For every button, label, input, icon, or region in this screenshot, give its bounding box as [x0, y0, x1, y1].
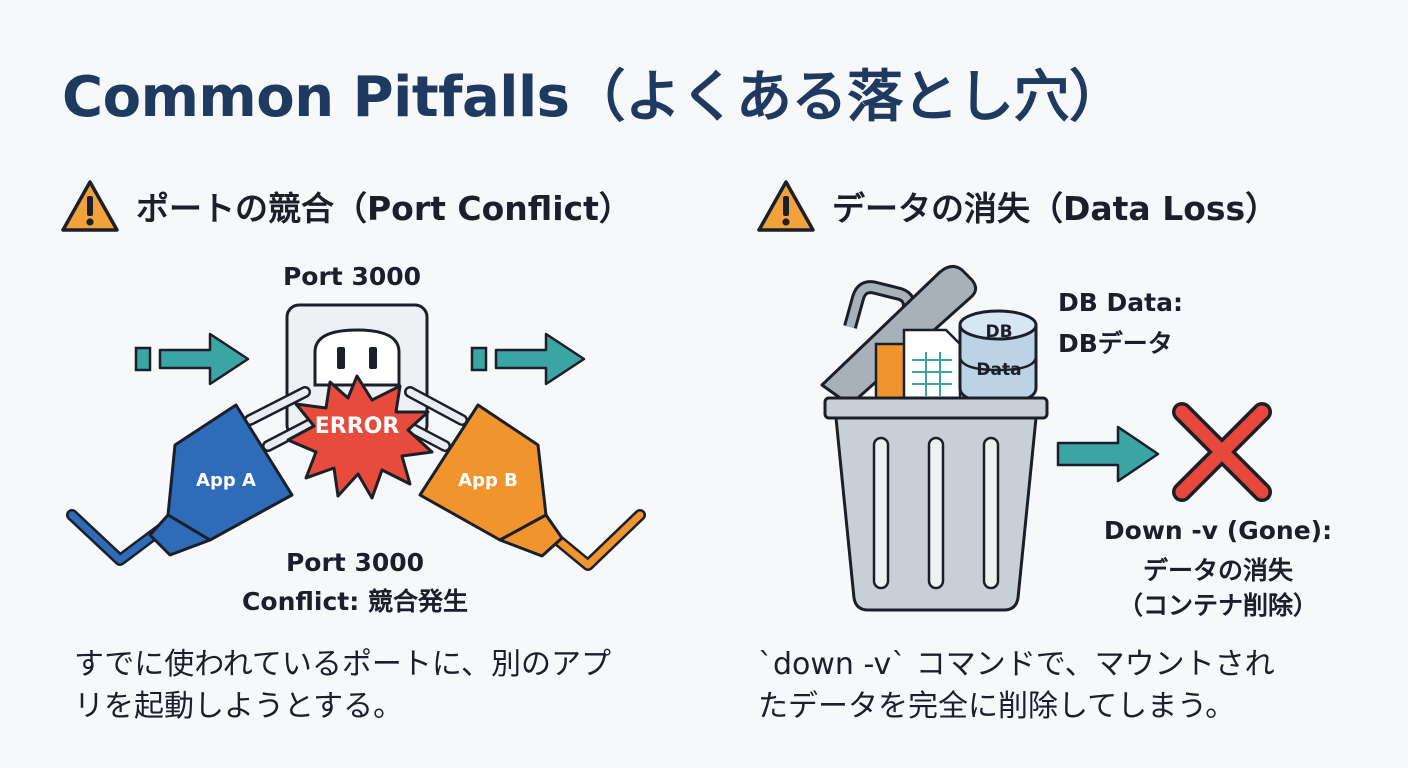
port-conflict-description: すでに使われているポートに、別のアプ リを起動しようとする。: [74, 644, 694, 728]
description-line: たデータを完全に削除してしまう。: [758, 689, 1236, 724]
document-icon: [874, 328, 962, 402]
plug-b-label: App B: [458, 470, 518, 491]
description-line: リを起動しようとする。: [74, 689, 404, 724]
error-burst-icon: [286, 374, 434, 500]
error-label: ERROR: [314, 414, 400, 439]
section-heading-data-loss: データの消失（Data Loss）: [756, 178, 1278, 234]
arrow-right-icon: [134, 332, 250, 386]
conflict-port-label: Port 3000: [285, 548, 425, 577]
trash-can-icon: [820, 265, 1049, 612]
warning-icon: [757, 180, 815, 232]
section-heading-port-conflict: ポートの競合（Port Conflict）: [60, 178, 632, 234]
section-heading-text: データの消失（Data Loss）: [832, 189, 1279, 228]
plug-a-label: App A: [196, 470, 256, 491]
data-icon-label: Data: [976, 360, 1022, 380]
data-loss-description: `down -v` コマンドで、マウントされ たデータを完全に削除してしまう。: [758, 644, 1378, 728]
arrow-right-icon: [1056, 425, 1160, 483]
db-data-caption: DB Data:: [1058, 288, 1183, 317]
port-label: Port 3000: [282, 262, 422, 291]
gone-label: Down -v (Gone):: [1103, 516, 1333, 545]
warning-icon: [61, 180, 119, 232]
conflict-label: Conflict: 競合発生: [242, 587, 468, 616]
description-line: すでに使われているポートに、別のアプ: [74, 647, 611, 682]
plug-icon: [66, 386, 328, 566]
plug-icon: [386, 386, 646, 571]
db-data-caption-ja: DBデータ: [1058, 329, 1173, 358]
db-icon-label: DB: [985, 322, 1013, 342]
page-title: Common Pitfalls（よくある落とし穴）: [62, 65, 1125, 130]
cross-icon: [1172, 402, 1272, 502]
gone-label-ja: データの消失: [1142, 556, 1293, 585]
description-line: `down -v` コマンドで、マウントされ: [758, 647, 1275, 682]
gone-note: （コンテナ削除）: [1117, 591, 1318, 620]
arrow-right-icon: [470, 332, 586, 386]
section-heading-text: ポートの競合（Port Conflict）: [136, 189, 632, 228]
